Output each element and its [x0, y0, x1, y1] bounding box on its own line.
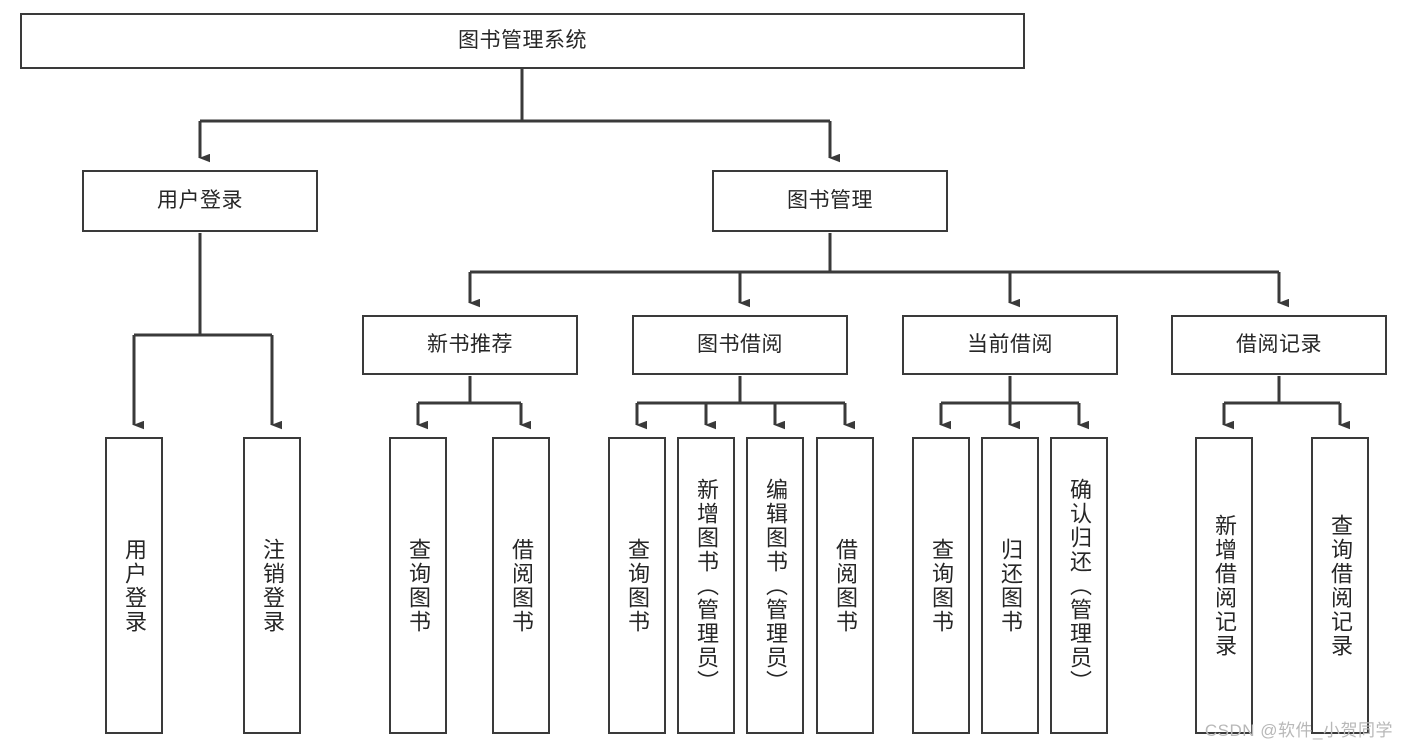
node-leaf-borrow-book-2[interactable]: 借阅图书	[816, 437, 874, 734]
node-leaf-query-book-1[interactable]: 查询图书	[389, 437, 447, 734]
node-leaf-return-book[interactable]: 归还图书	[981, 437, 1039, 734]
node-leaf-query-record-label: 查询借阅记录	[1327, 513, 1353, 658]
node-leaf-confirm-return[interactable]: 确认归还（管理员）	[1050, 437, 1108, 734]
node-leaf-query-book-3[interactable]: 查询图书	[912, 437, 970, 734]
node-root-label: 图书管理系统	[458, 28, 587, 52]
node-new-book-rec-label: 新书推荐	[427, 332, 513, 356]
node-book-manage[interactable]: 图书管理	[712, 170, 948, 232]
node-leaf-confirm-return-label: 确认归还（管理员）	[1066, 477, 1092, 694]
node-leaf-edit-book[interactable]: 编辑图书（管理员）	[746, 437, 804, 734]
node-user-login[interactable]: 用户登录	[82, 170, 318, 232]
node-user-login-label: 用户登录	[157, 188, 243, 212]
node-leaf-add-record[interactable]: 新增借阅记录	[1195, 437, 1253, 734]
node-leaf-add-record-label: 新增借阅记录	[1211, 513, 1237, 658]
node-leaf-add-book-label: 新增图书（管理员）	[693, 477, 719, 694]
node-leaf-edit-book-label: 编辑图书（管理员）	[762, 477, 788, 694]
node-leaf-query-book-1-label: 查询图书	[405, 537, 431, 634]
node-current-borrow-label: 当前借阅	[967, 332, 1053, 356]
node-leaf-query-record[interactable]: 查询借阅记录	[1311, 437, 1369, 734]
node-leaf-borrow-book-2-label: 借阅图书	[832, 537, 858, 634]
watermark: CSDN @软件_小贺同学	[1204, 721, 1393, 740]
node-borrow-record[interactable]: 借阅记录	[1171, 315, 1387, 375]
node-book-borrow[interactable]: 图书借阅	[632, 315, 848, 375]
node-leaf-user-login[interactable]: 用户登录	[105, 437, 163, 734]
node-leaf-return-book-label: 归还图书	[997, 537, 1023, 634]
node-book-manage-label: 图书管理	[787, 188, 873, 212]
node-leaf-query-book-2-label: 查询图书	[624, 537, 650, 634]
node-leaf-user-login-label: 用户登录	[121, 537, 147, 634]
node-leaf-logout[interactable]: 注销登录	[243, 437, 301, 734]
node-book-borrow-label: 图书借阅	[697, 332, 783, 356]
node-leaf-add-book[interactable]: 新增图书（管理员）	[677, 437, 735, 734]
node-current-borrow[interactable]: 当前借阅	[902, 315, 1118, 375]
node-leaf-borrow-book-1-label: 借阅图书	[508, 537, 534, 634]
node-leaf-logout-label: 注销登录	[259, 537, 285, 634]
node-leaf-query-book-3-label: 查询图书	[928, 537, 954, 634]
node-leaf-borrow-book-1[interactable]: 借阅图书	[492, 437, 550, 734]
node-leaf-query-book-2[interactable]: 查询图书	[608, 437, 666, 734]
node-borrow-record-label: 借阅记录	[1236, 332, 1322, 356]
node-new-book-rec[interactable]: 新书推荐	[362, 315, 578, 375]
node-root[interactable]: 图书管理系统	[20, 13, 1025, 69]
